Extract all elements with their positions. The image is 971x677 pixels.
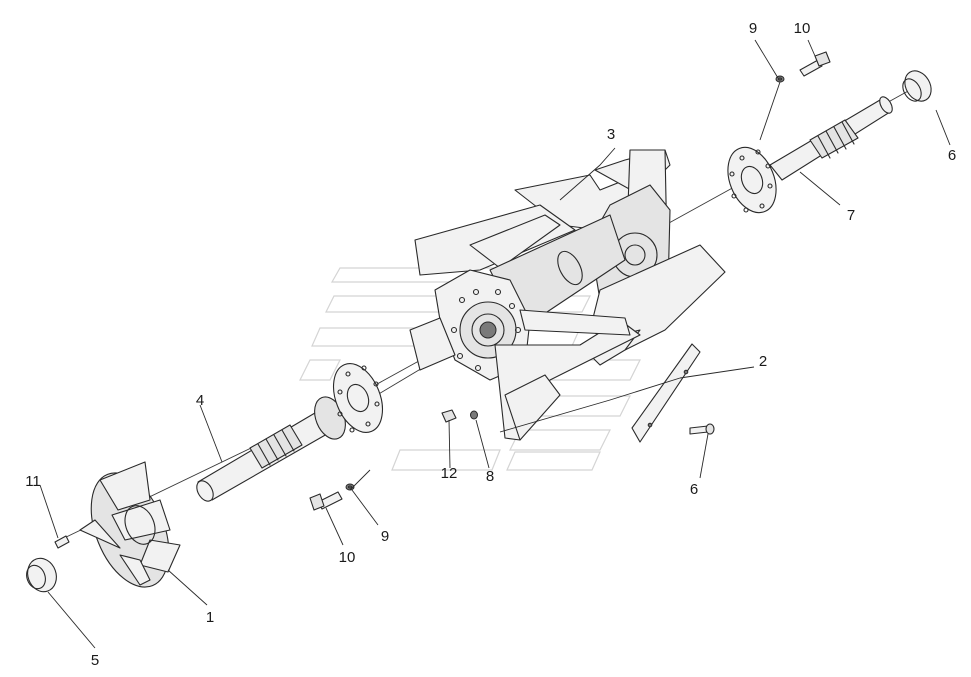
callout-3: 3 [607,126,615,143]
bearing-ring-left [26,557,57,593]
right-shaft [727,96,893,214]
callout-11: 11 [25,473,41,490]
callout-4: 4 [196,392,204,409]
bolt-washer-bottom [309,483,355,511]
nut-washer [441,409,478,423]
left-shaft [196,363,384,502]
callout-12: 12 [441,465,458,482]
callout-6-top: 6 [948,147,956,164]
bolt-6 [689,423,715,435]
bearing-ring-right [902,70,932,102]
knife-plate [631,343,701,443]
bolt-11 [54,535,70,549]
bolt-washer-top [775,51,831,83]
callout-2: 2 [759,353,767,370]
callout-1: 1 [206,609,214,626]
callout-9-bottom: 9 [381,528,389,545]
callout-9-top: 9 [749,20,757,37]
callout-6-bottom: 6 [690,481,698,498]
leader-lines [39,39,951,649]
fan-impeller [79,461,181,588]
callout-labels: 1 2 3 4 5 6 6 7 8 9 9 10 10 11 12 [25,20,956,669]
callout-10-bottom: 10 [339,549,356,566]
callout-8: 8 [486,468,494,485]
spider-bolt-holes [450,288,522,372]
rotor-assembly [409,149,726,441]
callout-10-top: 10 [794,20,811,37]
callout-5: 5 [91,652,99,669]
callout-7: 7 [847,207,855,224]
